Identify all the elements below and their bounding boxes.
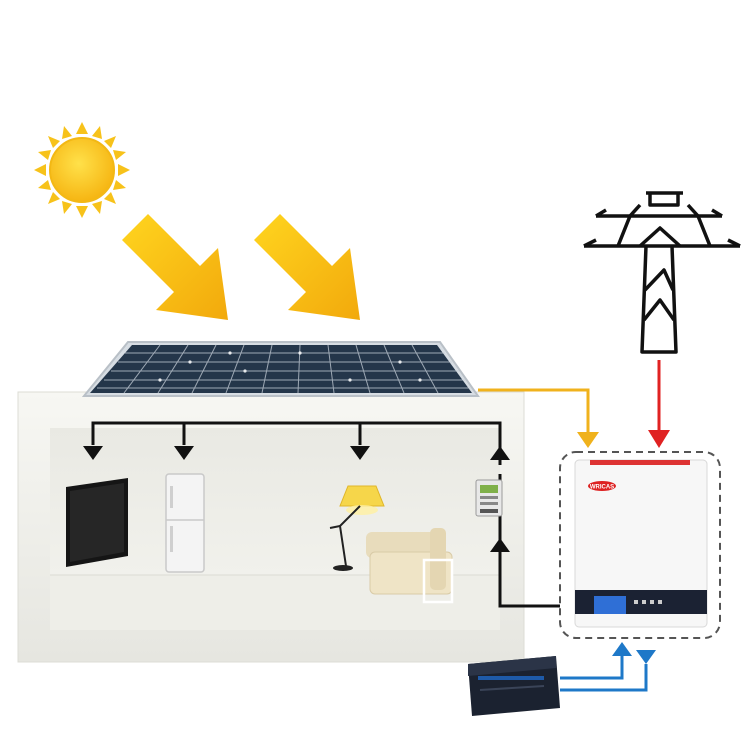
inverter-brand-label: WRICAS	[590, 485, 614, 491]
battery-flow-arrows	[612, 642, 656, 664]
sunlight-arrow-icon	[122, 214, 228, 320]
refrigerator-icon	[165, 473, 205, 573]
solar-panel-icon	[81, 341, 480, 397]
tv-icon	[66, 478, 128, 567]
grid-to-inverter-line	[648, 360, 670, 448]
sun-icon	[34, 122, 130, 218]
sunlight-arrow-icon	[254, 214, 360, 320]
load-flow-arrows	[83, 446, 510, 552]
load-wiring	[91, 421, 560, 608]
inverter-icon: WRICAS	[559, 451, 721, 639]
battery-wiring	[560, 654, 648, 692]
floor-lamp-icon	[329, 485, 385, 571]
house-icon	[17, 391, 525, 663]
energy-meter-icon	[475, 479, 503, 517]
sofa-icon	[366, 528, 454, 604]
battery-icon	[468, 656, 560, 716]
utility-pylon-icon	[583, 191, 741, 354]
pv-to-inverter-line	[478, 388, 599, 448]
